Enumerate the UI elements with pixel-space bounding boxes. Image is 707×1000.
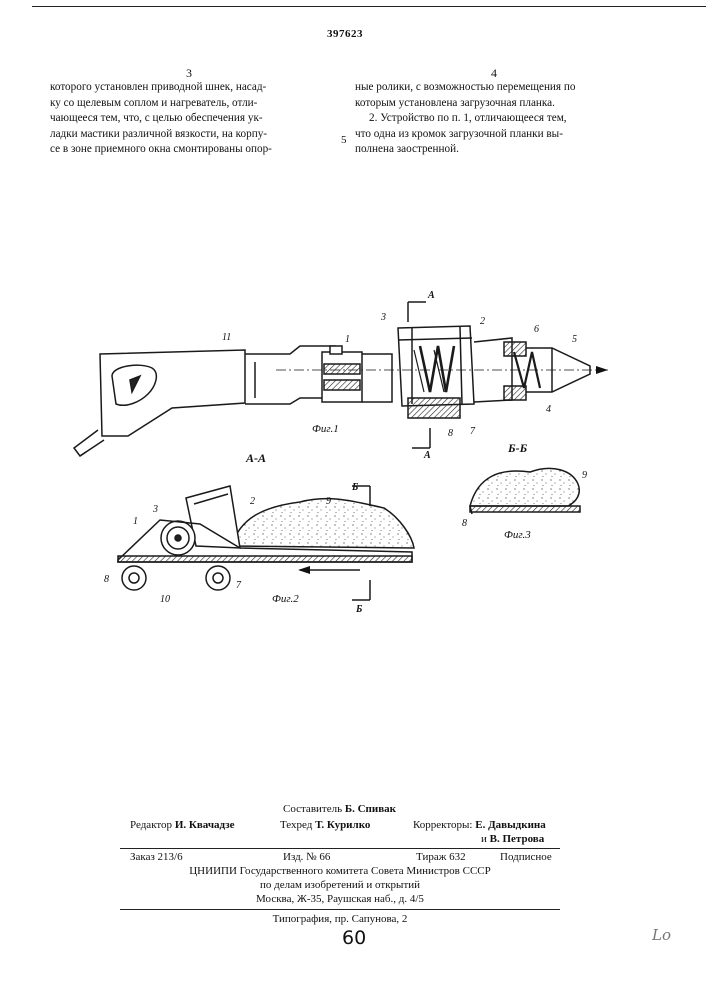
- fig1-label-7: 7: [470, 426, 476, 437]
- text-line: се в зоне приемного окна смонтированы оп…: [50, 142, 332, 158]
- fig2-label-7: 7: [236, 580, 242, 591]
- fig2-label-1: 1: [133, 516, 138, 527]
- fig3-caption: Фиг.3: [504, 529, 531, 541]
- cut-label-a-bottom: А: [423, 450, 431, 461]
- page-number: 60: [342, 927, 366, 949]
- text-line: полнена заостренной.: [355, 142, 603, 158]
- imprint-rule-top: [120, 848, 560, 849]
- fig1-label-5: 5: [572, 334, 577, 345]
- section-aa-label: А-А: [245, 451, 266, 465]
- fig2-caption: Фиг.2: [272, 593, 299, 605]
- fig1-label-6: 6: [534, 324, 539, 335]
- fig1-label-3: 3: [380, 312, 386, 323]
- subscription: Подписное: [500, 851, 552, 863]
- margin-note: Lo: [652, 926, 671, 944]
- fig3-label-8: 8: [462, 518, 467, 529]
- fig2-label-9: 9: [326, 496, 331, 507]
- patent-number: 397623: [327, 28, 363, 40]
- fig2-label-2: 2: [250, 496, 255, 507]
- imprint-rule-bottom: [120, 909, 560, 910]
- corrector2-line: и В. Петрова: [481, 833, 544, 845]
- fig1-label-2: 2: [480, 316, 485, 327]
- org-line-2: по делам изобретений и открытий: [120, 879, 560, 891]
- fig3-section: [470, 468, 580, 514]
- text-line: которого установлен приводной шнек, наса…: [50, 80, 332, 96]
- fig3-label-9: 9: [582, 470, 587, 481]
- cut-label-a-top: А: [427, 290, 435, 301]
- correctors-line: Корректоры: Е. Давыдкина: [413, 819, 546, 831]
- cut-label-b-top: Б: [351, 482, 359, 493]
- address-line: Москва, Ж-35, Раушская наб., д. 4/5: [120, 893, 560, 905]
- tech-editor-line: Техред Т. Курилко: [280, 819, 370, 831]
- figures-drawing: 11 1 3 2 6 5 4 7 8 А А Фиг.1: [0, 280, 707, 620]
- circulation: Тираж 632: [416, 851, 466, 863]
- fig1-device: [74, 302, 608, 456]
- cut-label-b-bottom: Б: [355, 604, 363, 615]
- fig2-section: [118, 486, 414, 600]
- line-marker: 5: [341, 134, 347, 146]
- editor-line: Редактор И. Квачадзе: [130, 819, 235, 831]
- printer-line: Типография, пр. Сапунова, 2: [120, 913, 560, 925]
- fig2-label-3: 3: [152, 504, 158, 515]
- text-line: чающееся тем, что, с целью обеспечения у…: [50, 111, 332, 127]
- text-line: что одна из кромок загрузочной планки вы…: [355, 127, 603, 143]
- text-line: которым установлена загрузочная планка.: [355, 96, 603, 112]
- compiler-line: Составитель Б. Спивак: [283, 803, 396, 815]
- top-rule: [32, 6, 706, 7]
- fig1-label-1: 1: [345, 334, 350, 345]
- issue-number: Изд. № 66: [283, 851, 330, 863]
- fig2-label-8: 8: [104, 574, 109, 585]
- fig1-label-11: 11: [222, 332, 231, 343]
- org-line-1: ЦНИИПИ Государственного комитета Совета …: [120, 865, 560, 877]
- order-number: Заказ 213/6: [130, 851, 183, 863]
- text-column-left: которого установлен приводной шнек, наса…: [50, 80, 332, 158]
- text-line: ку со щелевым соплом и нагреватель, отли…: [50, 96, 332, 112]
- fig2-label-10: 10: [160, 594, 170, 605]
- column-number-left: 3: [186, 66, 192, 81]
- text-column-right: ные ролики, с возможностью перемещения п…: [355, 80, 603, 158]
- fig1-label-8: 8: [448, 428, 453, 439]
- text-line: ные ролики, с возможностью перемещения п…: [355, 80, 603, 96]
- column-number-right: 4: [491, 66, 497, 81]
- section-bb-label: Б-Б: [507, 441, 528, 455]
- text-line: ладки мастики различной вязкости, на кор…: [50, 127, 332, 143]
- fig1-label-4: 4: [546, 404, 551, 415]
- text-line: 2. Устройство по п. 1, отличающееся тем,: [355, 111, 603, 127]
- fig1-caption: Фиг.1: [312, 423, 339, 435]
